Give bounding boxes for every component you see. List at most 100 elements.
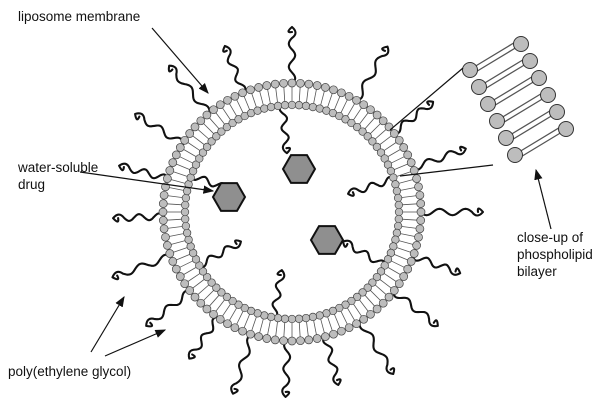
lipid-tail	[299, 86, 300, 102]
drug-hexagon-icon	[213, 183, 245, 211]
lipid-tail	[379, 279, 392, 289]
lipid-head	[407, 159, 415, 167]
liposome-membrane	[159, 79, 425, 345]
lipid-head	[181, 201, 189, 209]
lipid-head	[508, 148, 523, 163]
lipid-tail	[492, 81, 535, 107]
lipid-head	[330, 86, 338, 94]
lipid-head	[239, 327, 247, 335]
lipid-tail	[483, 58, 526, 84]
lipid-head	[271, 336, 279, 344]
peg-chain-outer	[113, 213, 164, 221]
lipid-head	[316, 312, 324, 320]
lipid-tail	[215, 112, 225, 125]
lipid-head	[197, 117, 205, 125]
lipid-head	[280, 337, 288, 345]
lipid-head	[231, 324, 239, 332]
lipid-tail	[384, 273, 397, 282]
lipid-tail	[173, 172, 188, 177]
peg-chain-outer	[282, 340, 290, 397]
lipid-tail	[192, 279, 205, 289]
lipid-head	[288, 337, 296, 345]
lipid-tail	[370, 290, 381, 301]
lipid-tail	[306, 87, 308, 103]
closeup-line-top	[390, 68, 463, 130]
lipid-head	[353, 96, 361, 104]
lipid-head	[410, 250, 418, 258]
lipid-head	[160, 191, 168, 199]
lipid-head	[267, 313, 275, 321]
peg-chain-outer	[231, 334, 252, 394]
lipid-head	[463, 63, 478, 78]
lipid-head	[416, 191, 424, 199]
lipid-head	[373, 305, 381, 313]
label-closeup-line-1: close-up of	[517, 229, 593, 246]
arrow-to-peg-2	[105, 330, 165, 356]
lipid-head	[367, 310, 375, 318]
lipid-head	[413, 241, 421, 249]
drug-hexagon-icon	[283, 155, 315, 183]
peg-chain-outer	[135, 113, 183, 144]
lipid-head	[181, 215, 189, 223]
lipid-head	[288, 101, 296, 109]
lipid-head	[395, 201, 403, 209]
lipid-head	[393, 187, 401, 195]
lipid-head	[183, 187, 191, 195]
lipid-head	[400, 273, 408, 281]
lipid-tail	[387, 267, 401, 275]
lipid-tail	[236, 99, 243, 113]
label-closeup-line-3: bilayer	[517, 263, 593, 280]
lipid-head	[379, 299, 387, 307]
lipid-head	[181, 280, 189, 288]
lipid-head	[263, 335, 271, 343]
lipid-head	[490, 114, 505, 129]
lipid-tail	[501, 92, 544, 118]
lipid-head	[360, 101, 368, 109]
lipid-tail	[168, 187, 184, 190]
lipid-head	[393, 229, 401, 237]
lipid-tail	[276, 87, 278, 103]
lipid-head	[532, 71, 547, 86]
lipid-head	[385, 293, 393, 301]
lipid-tail	[519, 126, 562, 152]
lipid-tail	[341, 99, 348, 113]
lipid-head	[330, 330, 338, 338]
lipid-head	[182, 194, 190, 202]
lipid-tail	[314, 88, 317, 104]
lipid-head	[216, 315, 224, 323]
lipid-tail	[341, 311, 348, 325]
lipid-tail	[314, 320, 317, 336]
lipid-head	[191, 123, 199, 131]
lipid-tail	[209, 117, 220, 129]
lipid-head	[415, 183, 423, 191]
lipid-tail	[400, 234, 416, 237]
lipid-head	[400, 144, 408, 152]
lipid-tail	[170, 241, 185, 245]
lipid-tail	[276, 321, 278, 337]
lipid-head	[159, 216, 167, 224]
lipid-tail	[229, 103, 237, 117]
lipid-head	[472, 80, 487, 95]
lipid-tail	[252, 316, 257, 331]
peg-chain-inner	[348, 177, 395, 196]
lipid-head	[541, 88, 556, 103]
lipid-tail	[187, 142, 200, 151]
lipid-head	[162, 233, 170, 241]
peg-chain-outer	[393, 101, 433, 133]
lipid-tail	[394, 164, 409, 170]
lipid-head	[481, 97, 496, 112]
lipid-head	[239, 89, 247, 97]
lipid-head	[523, 54, 538, 69]
peg-chain-outer	[146, 291, 191, 327]
lipid-head	[191, 293, 199, 301]
lipid-tail	[176, 164, 191, 170]
label-peg: poly(ethylene glycol)	[8, 363, 131, 380]
lipid-tail	[183, 267, 197, 275]
lipid-tail	[321, 90, 325, 105]
bilayer-closeup	[463, 37, 574, 163]
lipid-head	[281, 315, 289, 323]
lipid-tail	[197, 129, 209, 140]
lipid-tail	[252, 93, 257, 108]
callout-arrows	[80, 28, 551, 356]
